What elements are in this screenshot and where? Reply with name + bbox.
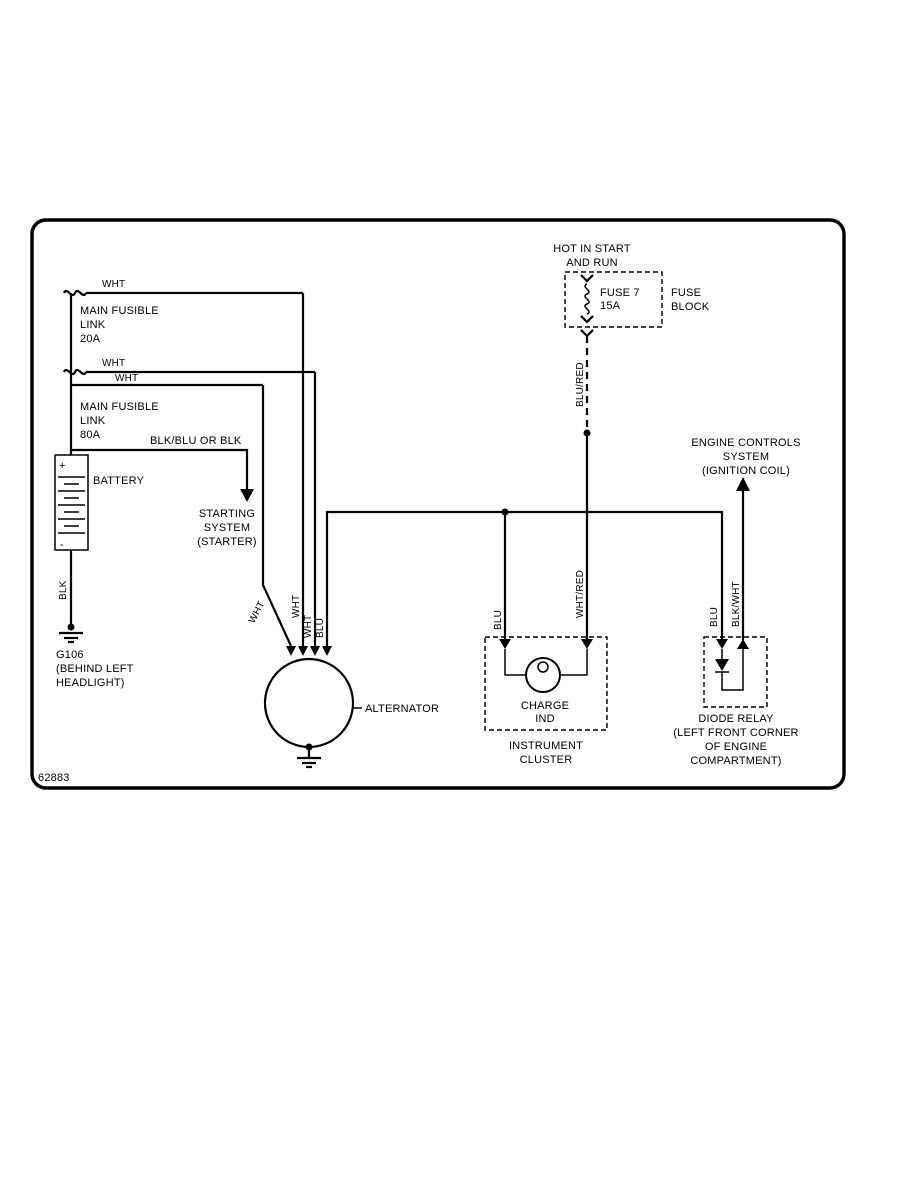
power-source-label-2: AND RUN xyxy=(566,257,618,269)
fuse-block-label-2: BLOCK xyxy=(671,301,710,313)
battery-cells-icon xyxy=(58,476,85,534)
arrow-to-starter-icon xyxy=(240,489,254,502)
ground-dot xyxy=(67,623,75,631)
wire-label-wht: WHT xyxy=(303,615,314,638)
alternator-label: ALTERNATOR xyxy=(365,703,439,715)
wire-label-blu: BLU xyxy=(493,610,504,630)
connector-arrow-icon xyxy=(581,639,593,649)
starter-label-3: (STARTER) xyxy=(197,536,256,548)
fusible-link-80-rating: 80A xyxy=(80,429,101,441)
battery-label: BATTERY xyxy=(93,475,145,487)
lamp-filament-icon xyxy=(537,661,549,673)
battery-section: + - BATTERY xyxy=(54,454,145,551)
ground-id: G106 xyxy=(56,649,84,661)
engine-controls-label-3: (IGNITION COIL) xyxy=(702,465,790,477)
diode-relay-section: DIODE RELAY (LEFT FRONT CORNER OF ENGINE… xyxy=(673,636,799,767)
fuse-name: FUSE 7 xyxy=(600,287,640,299)
lamp-lead-wire xyxy=(560,649,588,676)
connector-arrow-icon xyxy=(580,315,594,324)
starter-label: STARTING xyxy=(199,508,255,520)
wire-label-blk-blu-or-blk: BLK/BLU OR BLK xyxy=(150,435,242,447)
wire-label-blk-wht: BLK/WHT xyxy=(731,581,742,627)
engine-controls-section: ENGINE CONTROLS SYSTEM (IGNITION COIL) B… xyxy=(691,437,800,640)
connector-arrow-icon xyxy=(499,639,511,649)
alternator-lamp-bus: BLU xyxy=(325,508,724,646)
alternator-section: WHT WHT WHT BLU ALTERNATOR xyxy=(247,595,439,769)
battery-feed-section: WHT MAIN FUSIBLE LINK 20A WHT WHT MAIN F… xyxy=(62,279,317,647)
alternator-connector-arrows-icon xyxy=(286,646,332,656)
wire-label-wht: WHT xyxy=(102,279,125,290)
fusible-link-20-label: MAIN FUSIBLE xyxy=(80,305,159,317)
fusible-link-20-label-2: LINK xyxy=(80,319,106,331)
fuse-block-section: HOT IN START AND RUN FUSE 7 15A FUSE BLO… xyxy=(553,243,710,338)
fusible-link-symbol-20a xyxy=(62,289,88,297)
ground-symbol-icon xyxy=(59,631,83,644)
fusible-link-symbol-80a xyxy=(62,368,88,376)
alternator-symbol xyxy=(263,657,355,749)
diode-relay-location-3: COMPARTMENT) xyxy=(690,755,781,767)
wire-label-wht: WHT xyxy=(102,358,125,369)
charge-ind-label-2: IND xyxy=(535,713,555,725)
lamp-lead-wire xyxy=(504,649,526,676)
wire-label-blu-red: BLU/RED xyxy=(575,362,586,407)
instrument-cluster-section: CHARGE IND INSTRUMENT CLUSTER xyxy=(484,636,608,766)
battery-plus: + xyxy=(59,460,66,472)
fuse-block-label: FUSE xyxy=(671,287,701,299)
connector-arrow-icon xyxy=(716,639,728,649)
starter-label-2: SYSTEM xyxy=(204,522,250,534)
alternator-ground-symbol-icon xyxy=(297,747,321,769)
wire-label-blu: BLU xyxy=(709,607,720,627)
wire-label-wht-red: WHT/RED xyxy=(575,570,586,618)
power-source-label: HOT IN START xyxy=(553,243,631,255)
arrow-to-ignition-icon xyxy=(736,477,750,491)
starter-branch: BLK/BLU OR BLK STARTING SYSTEM (STARTER) xyxy=(71,435,257,548)
engine-controls-label-2: SYSTEM xyxy=(723,451,769,463)
wire-label-blk: BLK xyxy=(58,580,69,600)
engine-controls-label: ENGINE CONTROLS xyxy=(691,437,800,449)
diagram-frame xyxy=(30,218,846,790)
wire-blu-bus xyxy=(325,510,724,646)
battery-minus: - xyxy=(60,539,64,551)
relay-internal-wire xyxy=(721,649,744,691)
wire-wht-80a-2-drop xyxy=(261,385,292,647)
charge-ind-label: CHARGE xyxy=(521,700,569,712)
fuse-rating: 15A xyxy=(600,300,621,312)
battery-box xyxy=(54,454,89,551)
fusible-link-80-label: MAIN FUSIBLE xyxy=(80,401,159,413)
ground-location-2: HEADLIGHT) xyxy=(56,677,125,689)
fusible-link-20-rating: 20A xyxy=(80,333,101,345)
fuse-block-box xyxy=(564,271,663,328)
instrument-cluster-box xyxy=(484,636,608,731)
wire-label-blu: BLU xyxy=(315,618,326,638)
fuse-to-cluster-wire: BLU/RED WHT/RED xyxy=(575,336,591,640)
diode-symbol xyxy=(715,659,729,671)
charge-indicator-lamp-symbol xyxy=(525,657,561,693)
fusible-link-80-label-2: LINK xyxy=(80,415,106,427)
diode-relay-location: (LEFT FRONT CORNER xyxy=(673,727,798,739)
fuse-symbol xyxy=(584,283,590,315)
diode-relay-location-2: OF ENGINE xyxy=(705,741,767,753)
wire-label-wht: WHT xyxy=(115,373,138,384)
diagram-number: 62883 xyxy=(38,772,70,784)
instrument-cluster-label-2: CLUSTER xyxy=(520,754,573,766)
diode-relay-label: DIODE RELAY xyxy=(698,713,774,725)
ground-location: (BEHIND LEFT xyxy=(56,663,134,675)
battery-ground-section: BLK G106 (BEHIND LEFT HEADLIGHT) xyxy=(56,550,134,689)
wire-blk-blu xyxy=(71,448,249,490)
wire-label-wht: WHT xyxy=(291,595,302,618)
diode-relay-box xyxy=(703,636,768,708)
instrument-cluster-label: INSTRUMENT xyxy=(509,740,583,752)
connector-arrow-icon xyxy=(580,274,594,283)
connector-arrow-icon xyxy=(737,639,749,649)
